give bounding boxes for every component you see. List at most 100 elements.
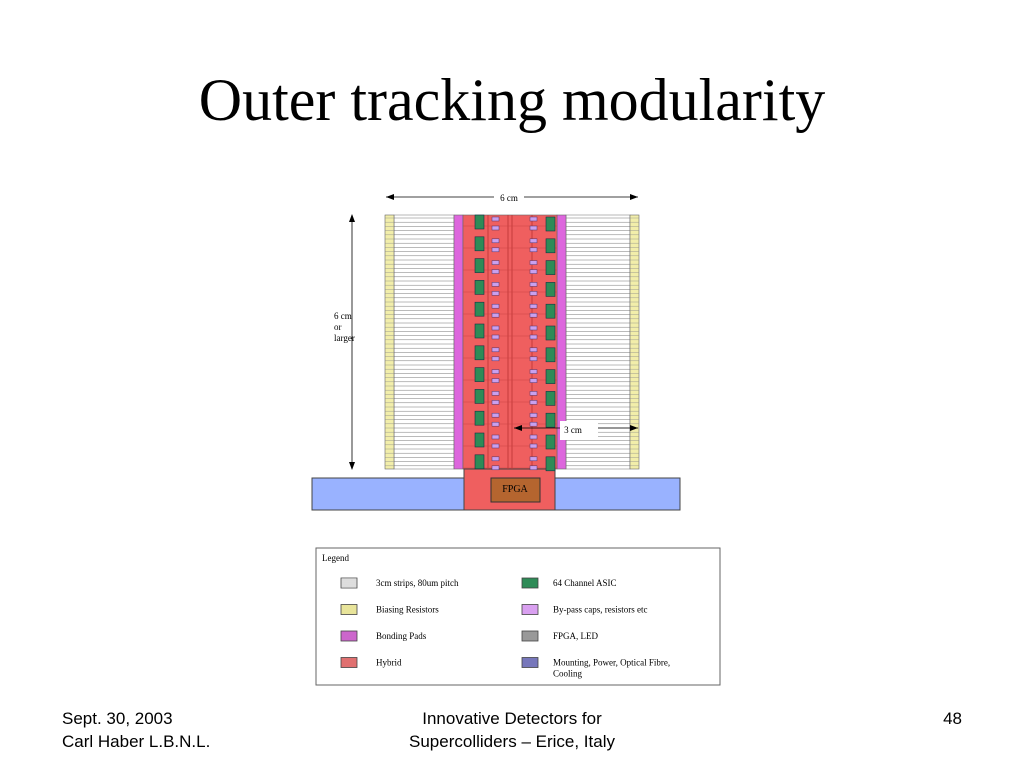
legend-label: 64 Channel ASIC	[553, 578, 617, 588]
bypass-cap	[529, 400, 538, 405]
bias-resistor-right	[629, 214, 640, 470]
asic-chip	[545, 260, 556, 275]
bypass-cap	[491, 269, 500, 274]
height-label-3: larger	[334, 333, 355, 343]
asic-chip	[474, 410, 485, 426]
asic-chip	[545, 434, 556, 450]
asic-chip	[545, 412, 556, 428]
asic-chip	[545, 347, 556, 363]
bypass-cap	[491, 421, 500, 427]
bypass-cap	[529, 378, 538, 383]
legend-swatch	[521, 657, 539, 668]
bypass-cap	[529, 391, 538, 396]
strip-area-left	[393, 214, 455, 470]
bypass-cap	[529, 325, 538, 331]
legend-swatch	[340, 657, 358, 668]
legend-label: 3cm strips, 80um pitch	[376, 578, 459, 588]
bypass-cap	[491, 412, 500, 418]
asic-chip	[545, 325, 556, 341]
bypass-cap	[491, 247, 500, 253]
bypass-cap	[491, 312, 500, 318]
module-diagram: FPGA 6 cm 6 cm or larger 3 cm Legend 3cm…	[311, 192, 721, 686]
legend-swatch	[521, 577, 539, 589]
bypass-cap	[491, 456, 500, 462]
legend-swatch	[340, 577, 358, 589]
asic-chip	[474, 454, 485, 470]
bypass-cap	[491, 216, 500, 222]
half-width-label-box	[560, 421, 598, 440]
half-width-label: 3 cm	[564, 425, 582, 435]
legend-label: By-pass caps, resistors etc	[553, 605, 647, 615]
bypass-cap	[491, 465, 500, 471]
legend-label: FPGA, LED	[553, 631, 599, 641]
bypass-cap	[529, 303, 538, 309]
bypass-cap	[529, 312, 538, 318]
bypass-cap	[529, 465, 538, 471]
legend-label: Biasing Resistors	[376, 605, 439, 615]
bypass-cap	[529, 238, 538, 244]
width-label: 6 cm	[500, 193, 518, 203]
asic-chip	[474, 323, 485, 339]
bypass-cap	[491, 291, 500, 296]
bypass-cap	[491, 378, 500, 383]
bypass-cap	[491, 325, 500, 331]
asic-chip	[545, 282, 556, 297]
bypass-cap	[491, 334, 500, 340]
asic-chip	[545, 303, 556, 319]
legend-box	[315, 547, 721, 686]
footer-left: Sept. 30, 2003 Carl Haber L.B.N.L.	[62, 707, 210, 753]
bypass-cap	[529, 434, 538, 440]
bypass-cap	[491, 356, 500, 362]
footer-talk-line1: Innovative Detectors for	[422, 709, 602, 728]
asic-chip	[545, 369, 556, 384]
footer-date: Sept. 30, 2003	[62, 709, 173, 728]
asic-chip	[474, 389, 485, 404]
asic-chip	[474, 258, 485, 273]
legend-swatch	[521, 630, 539, 642]
legend-swatch	[340, 630, 358, 642]
bypass-cap	[529, 334, 538, 340]
footer-right: 48	[943, 707, 962, 730]
footer-talk-line2: Supercolliders – Erice, Italy	[409, 732, 615, 751]
height-label-2: or	[334, 322, 342, 332]
footer-author: Carl Haber L.B.N.L.	[62, 732, 211, 751]
bypass-cap	[491, 225, 500, 231]
bypass-cap	[491, 347, 500, 353]
bypass-cap	[529, 421, 538, 427]
asic-chip	[545, 238, 556, 254]
bypass-cap	[529, 269, 538, 274]
slide-title: Outer tracking modularity	[198, 67, 826, 133]
footer-center: Innovative Detectors for Supercolliders …	[312, 707, 712, 753]
legend-label: Hybrid	[376, 658, 402, 668]
asic-chip	[474, 301, 485, 317]
bias-resistor-left	[384, 214, 395, 470]
bypass-cap	[529, 369, 538, 374]
bypass-cap	[529, 260, 538, 265]
bypass-cap	[529, 412, 538, 418]
bypass-cap	[491, 282, 500, 287]
bypass-cap	[491, 400, 500, 405]
bypass-cap	[491, 303, 500, 309]
asic-chip	[545, 456, 556, 472]
legend-swatch	[340, 604, 358, 615]
asic-chip	[545, 391, 556, 406]
hybrid	[462, 214, 558, 470]
fpga-chip	[490, 477, 541, 503]
bypass-cap	[529, 216, 538, 222]
bypass-cap	[529, 443, 538, 449]
bypass-cap	[491, 238, 500, 244]
legend-title: Legend	[322, 553, 349, 563]
legend-label: Cooling	[553, 669, 583, 679]
bonding-pads-left	[453, 214, 464, 470]
asic-chip	[474, 214, 485, 230]
asic-chip	[474, 432, 485, 448]
bypass-cap	[529, 282, 538, 287]
bypass-cap	[491, 260, 500, 265]
legend-label: Bonding Pads	[376, 631, 427, 641]
legend-label: Mounting, Power, Optical Fibre,	[553, 658, 670, 668]
bypass-cap	[529, 247, 538, 253]
bypass-cap	[529, 456, 538, 462]
bypass-cap	[529, 291, 538, 296]
bypass-cap	[491, 391, 500, 396]
bypass-cap	[491, 434, 500, 440]
